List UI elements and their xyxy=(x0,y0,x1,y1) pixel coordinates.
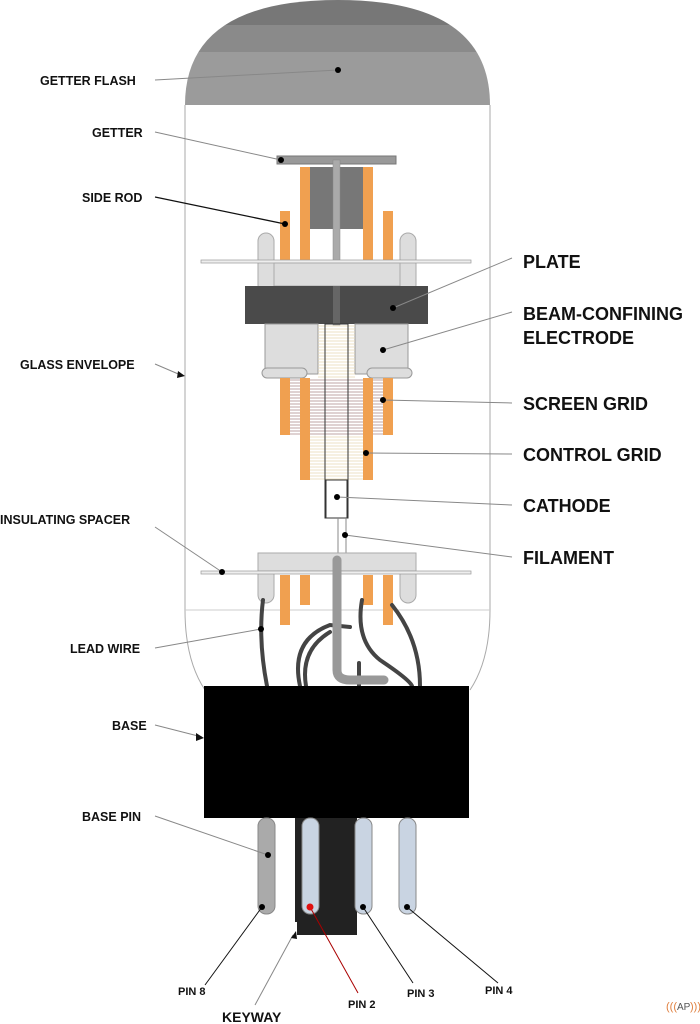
control-grid-rod xyxy=(363,167,373,270)
center-rod xyxy=(332,159,341,326)
svg-text:))): ))) xyxy=(690,1001,700,1013)
leader-dots xyxy=(219,67,410,911)
label-lead-wire: LEAD WIRE xyxy=(70,642,140,656)
label-side-rod: SIDE ROD xyxy=(82,191,142,205)
center-stem xyxy=(332,555,389,685)
base-pin-4 xyxy=(398,817,417,915)
plate-support xyxy=(273,262,401,287)
label-keyway: KEYWAY xyxy=(222,1009,282,1024)
label-control-grid: CONTROL GRID xyxy=(523,445,662,465)
label-base-pin: BASE PIN xyxy=(82,810,141,824)
label-electrode: ELECTRODE xyxy=(523,328,634,348)
label-filament: FILAMENT xyxy=(523,548,614,568)
beam-confining-electrode xyxy=(264,323,319,375)
screen-grid xyxy=(383,378,393,435)
label-base: BASE xyxy=(112,719,147,733)
getter-flash-dome xyxy=(185,0,490,105)
control-grid-rod xyxy=(300,167,310,270)
svg-text:(((: ((( xyxy=(666,1001,677,1013)
label-screen-grid: SCREEN GRID xyxy=(523,394,648,414)
label-getter: GETTER xyxy=(92,126,143,140)
label-pin-8: PIN 8 xyxy=(178,986,206,998)
label-pin-3: PIN 3 xyxy=(407,988,435,1000)
lead-wire xyxy=(259,598,269,688)
base xyxy=(204,686,469,818)
ap-logo: ((( AP ))) xyxy=(666,1001,700,1013)
base-pin-2 xyxy=(301,817,320,915)
base-pin-3 xyxy=(354,817,373,915)
screen-grid xyxy=(280,378,290,435)
side-rod xyxy=(383,211,393,261)
glass-envelope xyxy=(184,105,491,691)
base-pin-8 xyxy=(257,817,276,915)
label-getter-flash: GETTER FLASH xyxy=(40,74,136,88)
svg-text:AP: AP xyxy=(677,1002,691,1013)
label-insulating-spacer: INSULATING SPACER xyxy=(0,513,130,527)
label-beam-confining: BEAM-CONFINING xyxy=(523,304,683,324)
control-grid xyxy=(363,378,373,480)
label-pin-2: PIN 2 xyxy=(348,999,376,1011)
control-grid xyxy=(300,378,310,480)
side-rod xyxy=(280,211,290,261)
leader-lines xyxy=(154,69,513,1006)
label-glass-envelope: GLASS ENVELOPE xyxy=(20,358,135,372)
label-pin-4: PIN 4 xyxy=(485,985,513,997)
label-cathode: CATHODE xyxy=(523,496,611,516)
label-plate: PLATE xyxy=(523,252,581,272)
